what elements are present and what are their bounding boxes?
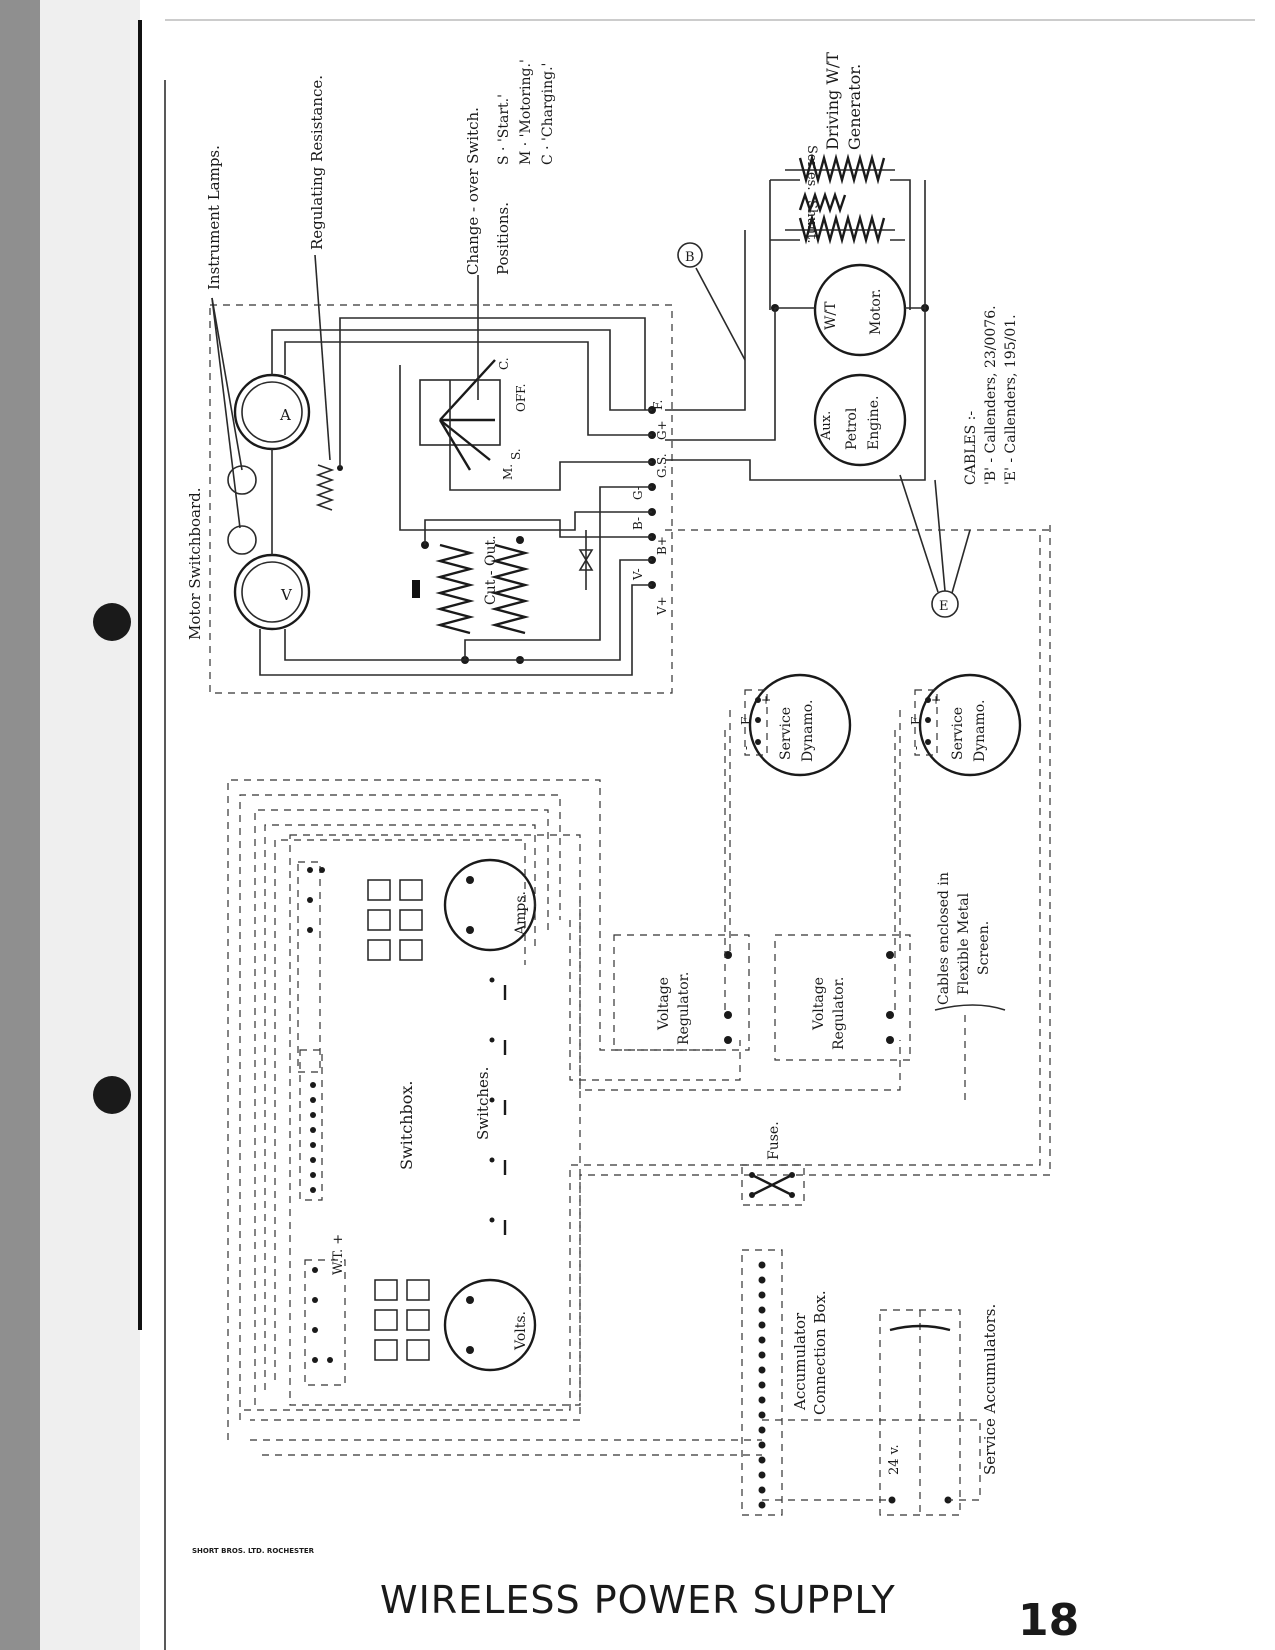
series-winding [798,153,886,185]
cut-out-coil-1 [435,543,475,635]
label-dyn2-minus: - [909,746,923,750]
label-change-over-switch: Change - over Switch. [464,107,482,275]
label-dyn2-f: F [909,717,923,725]
diagram-title: WIRELESS POWER SUPPLY [380,1578,896,1622]
label-term-bplus: B+ [655,536,669,555]
label-cables-enclosed-1: Cables enclosed in [936,872,952,1005]
service-dynamo-2: Service Dynamo. + F - [909,673,1022,777]
aux-petrol-engine [813,373,907,467]
label-term-f: F. [651,400,665,410]
label-connection-box: Connection Box. [811,1290,829,1415]
label-vr1-a: Voltage [656,977,672,1031]
label-fuse: Fuse. [766,1121,782,1160]
label-wt: W/T [823,301,839,330]
label-service-accumulators: Service Accumulators. [981,1304,999,1475]
label-switches: Switches. [474,1067,492,1140]
label-driving-wt: Driving W/T [823,52,842,150]
label-motor: Motor. [868,289,884,335]
label-vr1-b: Regulator. [676,972,692,1045]
label-service-dynamo-2b: Dynamo. [972,700,988,762]
service-dynamo-1: Service Dynamo. + F - [739,673,852,777]
label-sw-off: OFF. [514,384,528,412]
label-petrol: Petrol [844,407,860,450]
label-amps: Amps. [513,891,529,936]
label-switchbox: Switchbox. [397,1081,416,1170]
label-wt-plus: W.T. + [331,1234,346,1275]
label-term-gminus: G- [631,486,645,500]
page-edge-shadow [0,0,40,1650]
label-service-dynamo-1b: Dynamo. [800,700,816,762]
fuse: Fuse. [741,1121,805,1206]
regulating-resistance [315,464,335,511]
switchbox: Switchbox. Switches. W.T. + Amps. Volts. [227,779,720,1440]
label-cable-tag-b: B [685,250,695,265]
label-service-dynamo-1a: Service [778,707,794,760]
label-engine: Engine. [866,396,882,450]
service-accumulators: 24 v. Service Accumulators. [879,1304,999,1516]
label-instrument-lamps: Instrument Lamps. [205,145,223,290]
punch-hole-bottom [93,1076,131,1114]
label-sw-m: M. [501,464,515,480]
label-term-vplus: V+ [655,596,669,616]
cable-tag-b [677,242,703,268]
page-number: 18 [1018,1595,1080,1646]
label-series: Series. [804,145,819,190]
label-dyn2-plus: + [929,695,943,705]
accumulator-connection-box: Accumulator Connection Box. [741,1249,829,1516]
motor-switchboard: Motor Switchboard. Instrument Lamps. A V… [186,75,673,694]
label-cut-out: Cut - Out. [483,535,499,605]
shunt-winding [798,213,886,245]
label-generator: Generator. [845,64,864,150]
label-24v: 24 v. [887,1444,902,1475]
label-term-bminus: B- [631,517,645,530]
label-sw-c: C. [497,357,511,370]
label-meter-a: A [279,406,291,424]
change-over-switch [419,379,501,446]
label-cable-b: 'B' - Callenders, 23/0076. [983,305,999,485]
label-motor-switchboard: Motor Switchboard. [186,487,204,640]
label-regulating-resistance: Regulating Resistance. [308,75,326,250]
change-over-legend: Change - over Switch. Positions. S · 'St… [464,59,556,400]
label-term-gplus: G+ [655,420,669,440]
label-cable-e: 'E' - Callenders, 195/01. [1003,314,1019,485]
label-accumulator: Accumulator [791,1312,809,1411]
label-positions: Positions. [494,202,512,275]
label-pos-charging: C · 'Charging.' [540,63,556,165]
label-pos-start: S · 'Start.' [496,94,512,165]
label-sw-s: S. [509,448,523,460]
label-dyn1-minus: - [739,746,753,750]
label-vr2-b: Regulator. [831,977,847,1050]
label-dyn1-plus: + [759,695,773,705]
label-meter-v: V [280,586,293,604]
label-pos-motoring: M · 'Motoring.' [518,59,534,165]
punch-hole-top [93,603,131,641]
label-service-dynamo-2a: Service [950,707,966,760]
driving-generator: Driving W/T Generator. Series. Shunt. W/… [665,52,1019,618]
instrument-lamp-2 [227,525,257,555]
cables-enclosed-note: Cables enclosed in Flexible Metal Screen… [934,872,1006,1100]
label-cables-heading: CABLES :- [963,411,979,485]
label-cables-enclosed-2: Flexible Metal [956,892,972,995]
label-volts: Volts. [513,1311,529,1351]
label-dyn1-f: F [739,717,753,725]
instrument-lamp-1 [227,465,257,495]
label-term-vminus: V- [631,568,645,581]
printer-credit: SHORT BROS. LTD. ROCHESTER [192,1547,315,1555]
label-aux: Aux. [819,411,834,441]
label-term-gs: G.S. [655,453,669,478]
label-cables-enclosed-3: Screen. [976,921,992,975]
voltmeter-volts [443,1278,537,1372]
label-cable-tag-e: E [939,599,949,614]
label-vr2-a: Voltage [811,977,827,1031]
cut-out-coil-2 [490,543,530,635]
wt-motor [813,263,907,357]
switch-column [489,977,507,1235]
voltage-regulator-2: Voltage Regulator. [774,934,911,1061]
